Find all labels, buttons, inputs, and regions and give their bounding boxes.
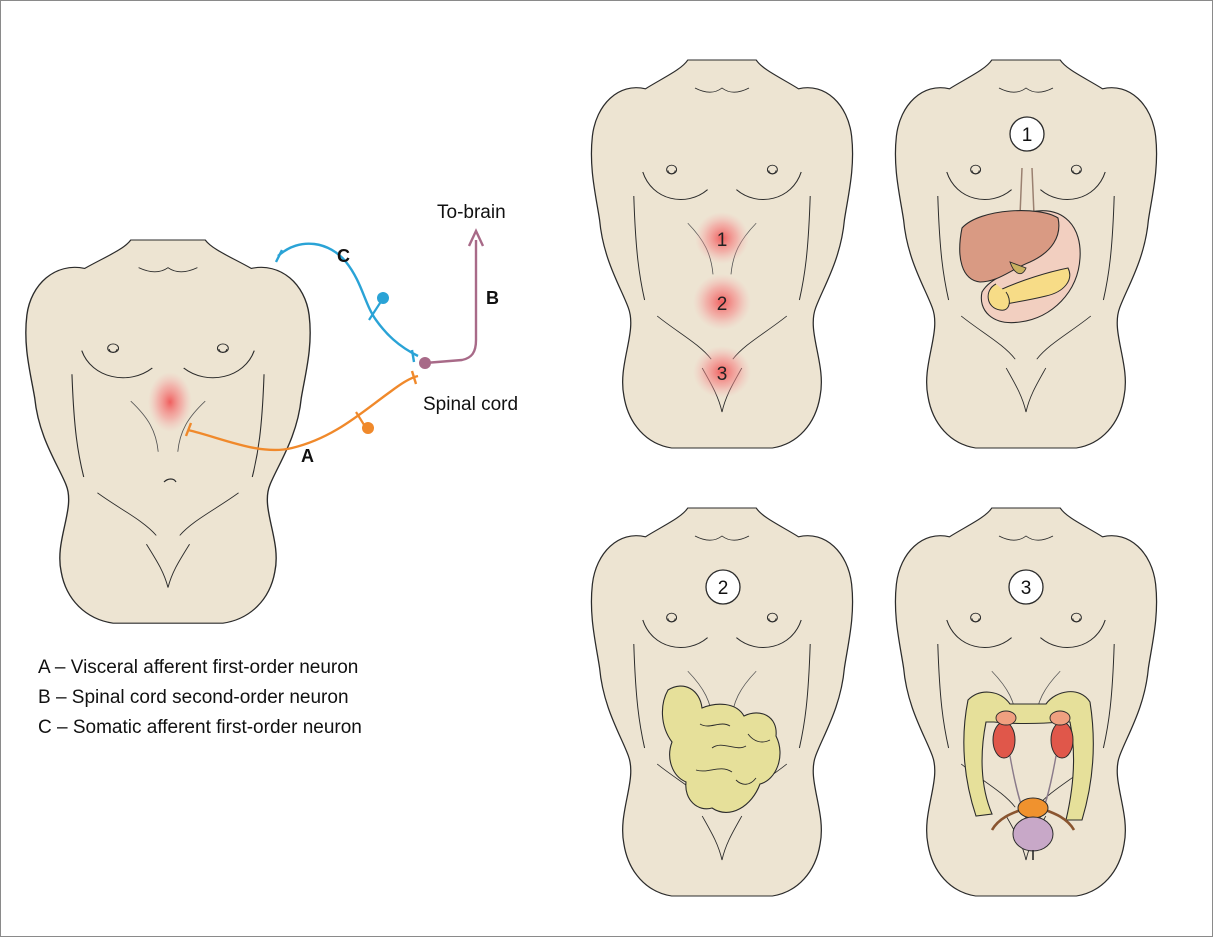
pain-zone-label-1: 1 bbox=[717, 230, 728, 251]
pain-zone-label-2: 2 bbox=[717, 294, 728, 315]
pain-zone-label-3: 3 bbox=[717, 364, 728, 385]
label-c: C bbox=[337, 246, 350, 266]
label-b: B bbox=[486, 288, 499, 308]
panel-number-2: 2 bbox=[718, 578, 729, 599]
label-spinal-cord: Spinal cord bbox=[423, 394, 518, 415]
main-torso bbox=[26, 240, 310, 623]
legend-item-c: C – Somatic afferent first-order neuron bbox=[38, 713, 362, 743]
pain-spot bbox=[148, 372, 192, 432]
legend-item-a: A – Visceral afferent first-order neuron bbox=[38, 653, 362, 683]
organ-uterus bbox=[1018, 798, 1048, 818]
organ-adrenal-left bbox=[996, 711, 1016, 725]
panel-number-3: 3 bbox=[1021, 578, 1032, 599]
panel-number-1: 1 bbox=[1022, 125, 1033, 146]
neuron-b-path bbox=[419, 231, 483, 369]
label-a: A bbox=[301, 446, 314, 466]
organ-bladder bbox=[1013, 817, 1053, 851]
legend: A – Visceral afferent first-order neuron… bbox=[38, 653, 362, 743]
panel-pain-zones: 1 2 3 bbox=[591, 60, 852, 448]
panel-1-upper-organs: 1 bbox=[895, 60, 1156, 448]
neuron-c-cell-body bbox=[377, 292, 389, 304]
panel-2-small-intestine: 2 bbox=[591, 508, 852, 896]
legend-item-b: B – Spinal cord second-order neuron bbox=[38, 683, 362, 713]
panel-3-pelvic-organs: 3 bbox=[895, 508, 1156, 896]
neuron-a-cell-body bbox=[362, 422, 374, 434]
label-to-brain: To-brain bbox=[437, 202, 506, 223]
organ-adrenal-right bbox=[1050, 711, 1070, 725]
organ-kidney-left bbox=[993, 722, 1015, 758]
organ-kidney-right bbox=[1051, 722, 1073, 758]
